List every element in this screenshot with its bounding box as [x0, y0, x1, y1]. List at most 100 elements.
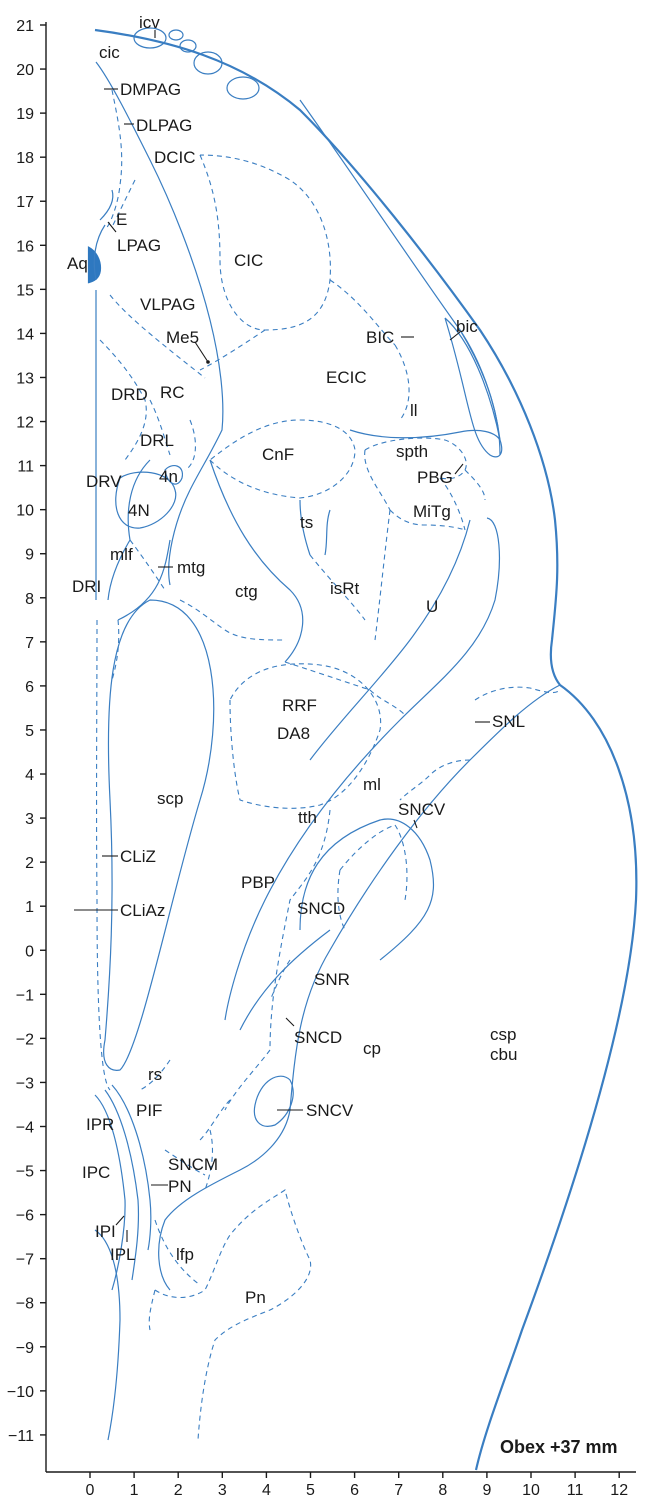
label-sncv-upper: SNCV	[398, 800, 446, 819]
label-dcic: DCIC	[154, 148, 196, 167]
y-tick-label: −3	[16, 1075, 34, 1092]
label-dri: DRI	[72, 577, 101, 596]
label-cic-upper: CIC	[234, 251, 263, 270]
label-pbp: PBP	[241, 873, 275, 892]
label-cliz: CLiZ	[120, 847, 156, 866]
label-ipi: IPI	[95, 1222, 116, 1241]
x-tick-label: 8	[438, 1482, 447, 1499]
label-ipc: IPC	[82, 1163, 110, 1182]
label-sncv-lower: SNCV	[306, 1101, 354, 1120]
label-bic-upper: BIC	[366, 328, 394, 347]
label-dmpag: DMPAG	[120, 80, 181, 99]
label-isrt: isRt	[330, 579, 360, 598]
y-tick-label: −8	[16, 1296, 34, 1313]
label-me5: Me5	[166, 328, 199, 347]
region-labels: icv cic DMPAG DLPAG DCIC E LPAG Aq CIC V…	[67, 13, 525, 1307]
y-tick-label: 20	[16, 62, 34, 79]
x-tick-label: 11	[567, 1482, 584, 1499]
y-tick-label: −7	[16, 1252, 34, 1269]
label-lpag: LPAG	[117, 236, 161, 255]
y-tick-label: 21	[16, 18, 34, 35]
label-spth: spth	[396, 442, 428, 461]
label-aq: Aq	[67, 254, 88, 273]
label-sncm: SNCM	[168, 1155, 218, 1174]
label-cp: cp	[363, 1039, 381, 1058]
y-tick-label: −5	[16, 1164, 34, 1181]
x-tick-label: 5	[306, 1482, 315, 1499]
obex-level-label: Obex +37 mm	[500, 1437, 618, 1457]
y-tick-label: 7	[25, 635, 34, 652]
label-4N: 4N	[128, 501, 150, 520]
y-tick-label: 3	[25, 811, 34, 828]
y-tick-label: 15	[16, 282, 34, 299]
label-ecic: ECIC	[326, 368, 367, 387]
x-tick-label: 9	[482, 1482, 491, 1499]
label-ipr: IPR	[86, 1115, 114, 1134]
y-tick-label: 14	[16, 326, 34, 343]
y-tick-label: 8	[25, 591, 34, 608]
y-tick-label: −10	[7, 1384, 34, 1401]
label-cic: cic	[99, 43, 120, 62]
y-tick-label: 11	[17, 459, 34, 476]
me5-dot	[206, 360, 210, 364]
y-tick-label: 5	[25, 723, 34, 740]
label-mlf: mlf	[110, 545, 133, 564]
y-tick-label: 17	[16, 194, 34, 211]
x-tick-label: 7	[394, 1482, 403, 1499]
label-rc: RC	[160, 383, 185, 402]
label-da8: DA8	[277, 724, 310, 743]
label-dlpag: DLPAG	[136, 116, 192, 135]
label-ts: ts	[300, 513, 313, 532]
label-cbu: cbu	[490, 1045, 517, 1064]
label-bic-lower: bic	[456, 317, 478, 336]
y-tick-label: −1	[16, 987, 34, 1004]
label-4n: 4n	[159, 467, 178, 486]
y-tick-label: −2	[16, 1031, 34, 1048]
label-snl: SNL	[492, 712, 525, 731]
y-tick-label: 2	[25, 855, 34, 872]
label-pif: PIF	[136, 1101, 162, 1120]
label-cnf: CnF	[262, 445, 294, 464]
label-mtg: mtg	[177, 558, 205, 577]
y-tick-label: −6	[16, 1208, 34, 1225]
y-tick-label: −4	[16, 1120, 34, 1137]
label-mitg: MiTg	[413, 502, 451, 521]
x-tick-label: 4	[262, 1482, 271, 1499]
y-tick-label: 0	[25, 943, 34, 960]
y-tick-label: −9	[16, 1340, 34, 1357]
y-tick-label: 6	[25, 679, 34, 696]
leader-lines	[74, 30, 490, 1242]
label-e: E	[116, 210, 127, 229]
x-tick-label: 10	[522, 1482, 540, 1499]
label-pbg: PBG	[417, 468, 453, 487]
y-tick-label: 16	[16, 238, 34, 255]
label-cliaz: CLiAz	[120, 901, 165, 920]
label-u: U	[426, 597, 438, 616]
label-ipl: IPL	[110, 1245, 136, 1264]
label-csp: csp	[490, 1025, 516, 1044]
label-drl: DRL	[140, 431, 174, 450]
y-tick-label: 18	[16, 150, 34, 167]
label-rs: rs	[148, 1065, 162, 1084]
label-ll: ll	[410, 401, 418, 420]
y-tick-label: 13	[16, 370, 34, 387]
label-scp: scp	[157, 789, 183, 808]
y-tick-label: 19	[16, 106, 34, 123]
label-pn-lower: Pn	[245, 1288, 266, 1307]
label-vlpag: VLPAG	[140, 295, 195, 314]
y-tick-label: 4	[25, 767, 34, 784]
y-tick-label: 9	[25, 547, 34, 564]
label-sncd-upper: SNCD	[297, 899, 345, 918]
y-tick-label: 12	[16, 415, 34, 432]
label-drv: DRV	[86, 472, 122, 491]
x-tick-label: 3	[218, 1482, 227, 1499]
x-tick-label: 1	[130, 1482, 139, 1499]
label-snr: SNR	[314, 970, 350, 989]
x-tick-label: 2	[174, 1482, 183, 1499]
label-pn-upper: PN	[168, 1177, 192, 1196]
y-tick-label: 10	[16, 503, 34, 520]
x-tick-label: 0	[86, 1482, 95, 1499]
label-ml: ml	[363, 775, 381, 794]
